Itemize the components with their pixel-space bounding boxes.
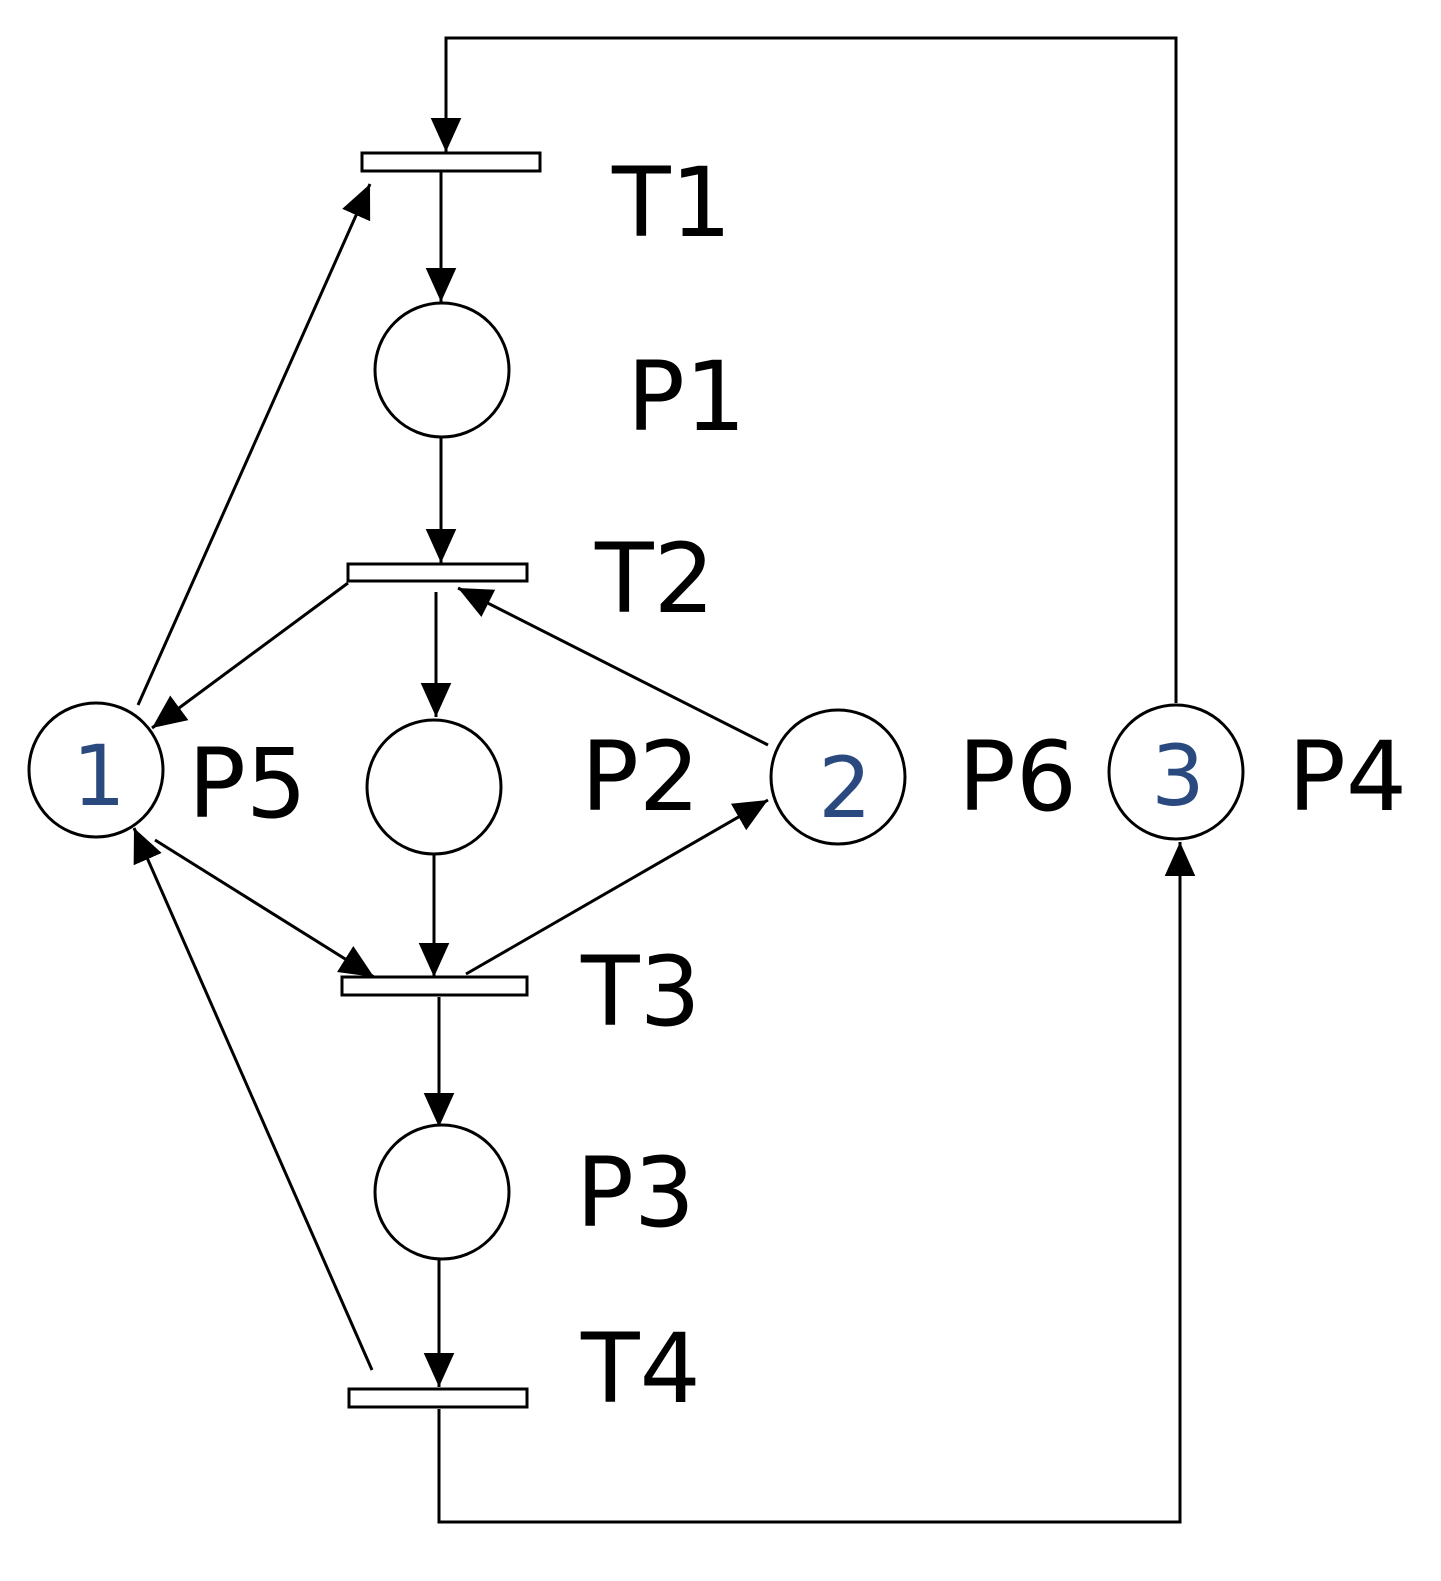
arc-t2-to-p5 <box>151 581 349 730</box>
label-t2: T2 <box>594 523 715 635</box>
transition-t4 <box>347 1387 529 1409</box>
transition-t3 <box>340 975 529 997</box>
label-t3: T3 <box>580 936 701 1048</box>
labels: T1 P1 T2 P2 P5 P6 P4 T3 P3 T4 <box>188 147 1407 1425</box>
label-t4: T4 <box>580 1313 701 1425</box>
places <box>27 301 1245 1261</box>
label-p6: P6 <box>958 721 1077 833</box>
arc-p5-to-t1 <box>136 183 372 706</box>
arc-p5-to-t3 <box>154 838 375 979</box>
arc-t4-to-p5 <box>132 827 374 1371</box>
token-count-p6: 2 <box>818 739 871 837</box>
arc-t4-to-p4 <box>437 842 1196 1524</box>
place-p1 <box>373 301 511 439</box>
place-p5 <box>27 701 165 839</box>
place-p4 <box>1107 703 1245 841</box>
tokens: 1 2 3 <box>72 727 1204 837</box>
transition-t2 <box>346 562 529 583</box>
arc-p4-to-t1 <box>430 36 1178 703</box>
arc-p6-to-t2 <box>457 586 769 747</box>
arcs <box>132 36 1196 1524</box>
token-count-p5: 1 <box>72 727 125 825</box>
transition-t1 <box>360 151 542 173</box>
label-p2: P2 <box>581 721 700 833</box>
transitions <box>340 151 542 1409</box>
label-p3: P3 <box>576 1137 695 1249</box>
label-p5: P5 <box>188 728 307 840</box>
label-t1: T1 <box>611 147 732 259</box>
token-count-p4: 3 <box>1151 727 1204 825</box>
arc-t3-to-p6 <box>465 798 769 976</box>
place-p3 <box>373 1123 511 1261</box>
label-p4: P4 <box>1288 721 1407 833</box>
place-p6 <box>769 708 907 846</box>
label-p1: P1 <box>627 341 746 453</box>
place-p2 <box>365 718 503 856</box>
